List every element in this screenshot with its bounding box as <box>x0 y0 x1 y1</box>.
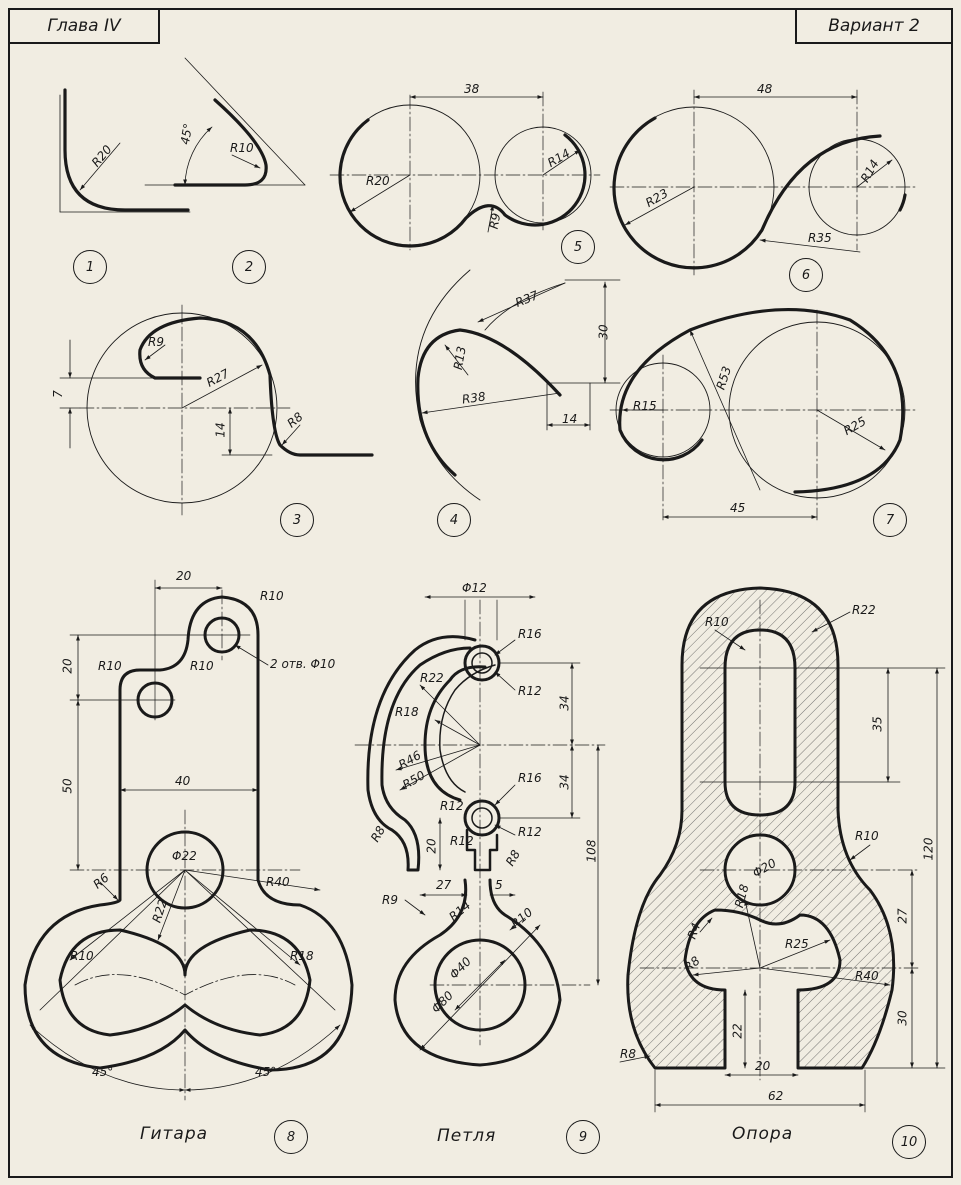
dim-label: 34 <box>557 695 572 711</box>
dim-label: R9 <box>486 211 504 231</box>
dim-label: 35 <box>870 716 885 732</box>
dim-label: 27 <box>436 878 452 892</box>
figure-number: 2 <box>232 250 266 284</box>
dim-label: 20 <box>755 1059 771 1073</box>
dim-label: R10 <box>260 589 284 603</box>
dim-label: 2 отв. Φ10 <box>270 657 336 671</box>
dim-label: 62 <box>768 1089 784 1103</box>
dim-label: Φ22 <box>172 849 197 863</box>
dim-label: R40 <box>855 969 879 983</box>
dim-label: R8 <box>620 1047 636 1061</box>
dim-label: R10 <box>855 829 879 843</box>
figure-6 <box>609 89 916 276</box>
variant-label: Вариант 2 <box>795 8 953 44</box>
dim-label: 27 <box>895 908 910 924</box>
figure-3 <box>59 304 374 516</box>
dim-label: 30 <box>596 324 611 340</box>
dim-label: R9 <box>382 893 398 907</box>
dim-label: 45° <box>92 1065 114 1079</box>
dim-label: 108 <box>584 839 599 863</box>
dim-label: R12 <box>518 684 542 698</box>
dim-label: 45° <box>255 1065 277 1079</box>
figure-5 <box>329 91 601 251</box>
dim-label: 22 <box>730 1023 745 1039</box>
figure-number: 9 <box>566 1120 600 1154</box>
figure-2 <box>144 57 306 187</box>
figure-number: 1 <box>73 250 107 284</box>
dim-label: 5 <box>495 878 503 892</box>
dim-label: R40 <box>266 875 290 889</box>
dim-label: R25 <box>785 937 809 951</box>
dim-label: R10 <box>98 659 122 673</box>
figure-number: 5 <box>561 230 595 264</box>
dim-label: R10 <box>705 615 729 629</box>
dim-label: 38 <box>464 82 480 96</box>
dim-label: 48 <box>757 82 773 96</box>
dim-label: R16 <box>518 627 542 641</box>
figure-number: 7 <box>873 503 907 537</box>
dim-label: 7 <box>50 390 65 398</box>
dim-label: R18 <box>290 949 314 963</box>
dim-label: R12 <box>440 799 464 813</box>
figure-4 <box>415 269 621 501</box>
dim-label: R22 <box>852 603 876 617</box>
figure-number: 4 <box>437 503 471 537</box>
figure-number: 6 <box>789 258 823 292</box>
dim-label: 20 <box>60 658 75 674</box>
caption-hinge: Петля <box>437 1126 497 1146</box>
figure-10 <box>619 586 946 1113</box>
dim-label: R9 <box>148 335 164 349</box>
dim-label: R15 <box>633 399 657 413</box>
dim-label: 30 <box>895 1010 910 1026</box>
chapter-label: Глава IV <box>8 8 160 44</box>
dim-label: 14 <box>213 422 228 438</box>
dim-label: R18 <box>395 705 419 719</box>
dim-label: 20 <box>176 569 192 583</box>
dim-label: R12 <box>450 834 474 848</box>
caption-support: Опора <box>732 1124 794 1144</box>
dim-label: Φ12 <box>462 581 487 595</box>
dim-label: R35 <box>808 231 832 245</box>
drawing-frame <box>8 8 953 1178</box>
dim-label: R10 <box>190 659 214 673</box>
figure-1 <box>59 88 191 213</box>
figure-8 <box>23 579 354 1101</box>
figure-number: 10 <box>892 1125 926 1159</box>
figure-number: 3 <box>280 503 314 537</box>
dim-label: 120 <box>921 837 936 861</box>
dim-label: 50 <box>60 778 75 794</box>
figure-number: 8 <box>274 1120 308 1154</box>
dim-label: 20 <box>424 838 439 854</box>
dim-label: 45° <box>177 122 196 146</box>
figure-9 <box>354 595 606 1067</box>
caption-guitar: Гитара <box>140 1124 209 1144</box>
dim-label: R16 <box>518 771 542 785</box>
dim-label: R12 <box>518 825 542 839</box>
dim-label: 34 <box>557 774 572 790</box>
dim-label: R10 <box>230 141 254 155</box>
dim-label: R10 <box>70 949 94 963</box>
dim-label: R20 <box>366 174 390 188</box>
dim-label: R38 <box>461 389 487 407</box>
dim-label: 14 <box>562 412 578 426</box>
dim-label: 40 <box>175 774 191 788</box>
dim-label: R22 <box>420 671 444 685</box>
dim-label: 45 <box>730 501 746 515</box>
figure-7 <box>609 308 916 521</box>
